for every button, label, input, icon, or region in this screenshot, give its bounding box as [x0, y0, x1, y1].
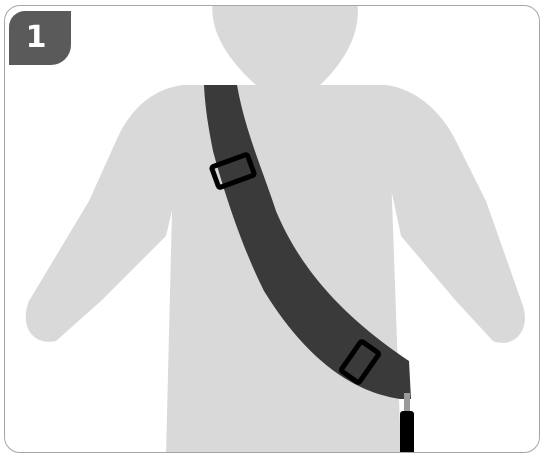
- step-number: 1: [26, 20, 47, 55]
- strap-illustration: [4, 5, 540, 453]
- strap-cord: [404, 393, 410, 413]
- step-number-badge: 1: [9, 11, 71, 65]
- illustration-panel: 1: [4, 5, 540, 453]
- strap-end-tab: [400, 411, 414, 453]
- head-shape: [212, 5, 357, 86]
